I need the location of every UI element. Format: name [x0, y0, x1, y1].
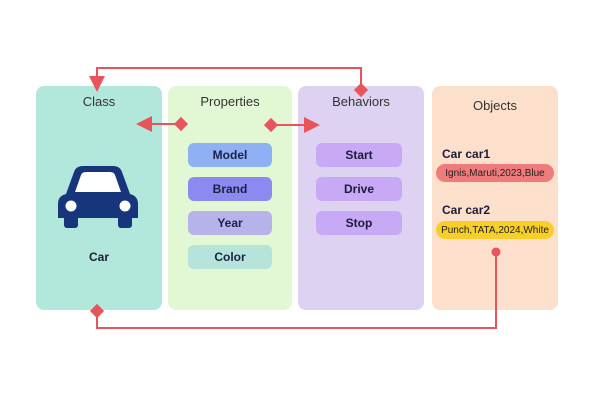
- diamond-properties-left: [173, 116, 189, 132]
- car-icon: [58, 166, 138, 228]
- property-color: Color: [188, 245, 272, 269]
- properties-panel: Properties Model Brand Year Color: [168, 86, 292, 310]
- diamond-behaviors-top: [353, 82, 369, 98]
- property-year: Year: [188, 211, 272, 235]
- object-car1-values: Ignis,Maruti,2023,Blue: [436, 164, 554, 182]
- diamond-class-bottom: [89, 303, 105, 319]
- behavior-stop: Stop: [316, 211, 402, 235]
- objects-panel-title: Objects: [472, 98, 518, 113]
- behaviors-panel-title: Behaviors: [332, 94, 390, 109]
- behavior-drive: Drive: [316, 177, 402, 201]
- class-panel-title: Class: [82, 94, 116, 109]
- class-name-label: Car: [88, 250, 109, 264]
- property-brand: Brand: [188, 177, 272, 201]
- diamond-properties-right: [263, 117, 279, 133]
- properties-panel-title: Properties: [200, 94, 260, 109]
- object-car1-name: Car car1: [442, 147, 491, 161]
- object-car2-values: Punch,TATA,2024,White: [436, 221, 554, 239]
- connector-behaviors-to-class: [89, 67, 362, 92]
- object-car2-name: Car car2: [442, 203, 491, 217]
- behavior-start: Start: [316, 143, 402, 167]
- property-model: Model: [188, 143, 272, 167]
- connector-objects-to-class: [96, 252, 497, 329]
- dot-objects-start: [491, 247, 501, 257]
